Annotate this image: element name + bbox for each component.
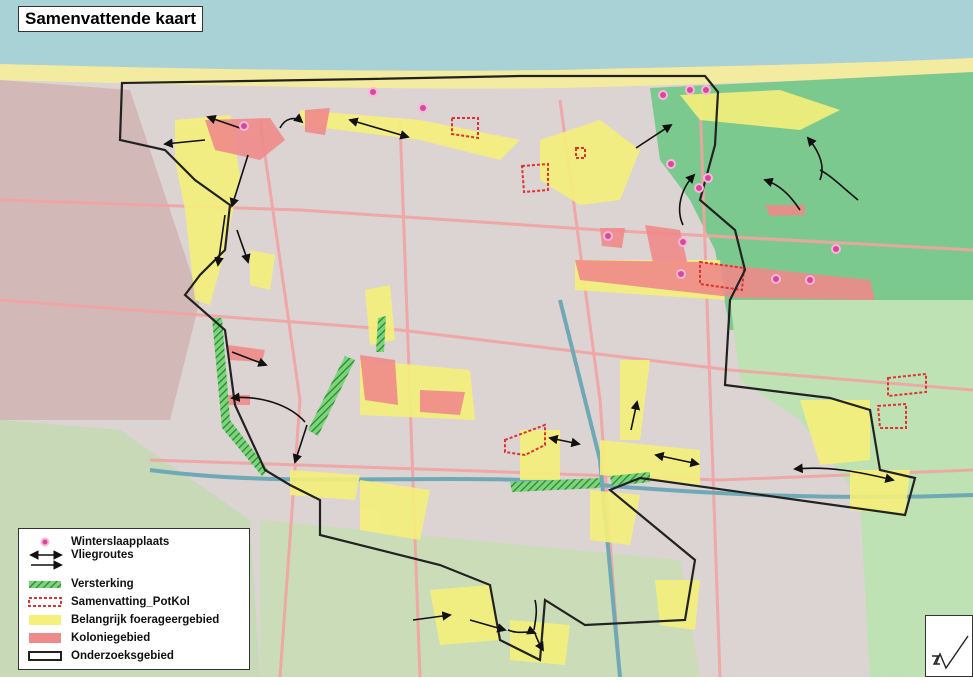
versterking-areas bbox=[212, 316, 650, 492]
vliegroutes bbox=[163, 113, 895, 652]
north-arrow bbox=[925, 615, 973, 677]
vliegroute-arrow-icon bbox=[29, 550, 63, 570]
winterslaapplaatsen bbox=[239, 85, 841, 285]
legend-label: Winterslaapplaats bbox=[71, 536, 170, 548]
winterslaap-icon bbox=[40, 537, 50, 547]
legend-label: Samenvatting_PotKol bbox=[71, 596, 190, 608]
potkol-icon bbox=[28, 597, 62, 607]
onderzoeksgebied-boundary bbox=[118, 74, 917, 662]
legend-label: Vliegroutes bbox=[71, 549, 134, 561]
legend-label: Koloniegebied bbox=[71, 632, 151, 644]
legend: Winterslaapplaats Vliegroutes Versterkin… bbox=[18, 528, 250, 670]
legend-item-winterslaapplaats: Winterslaapplaats bbox=[25, 535, 169, 549]
sea bbox=[0, 0, 973, 71]
potkol-areas bbox=[451, 117, 927, 457]
legend-item-onderzoek: Onderzoeksgebied bbox=[25, 649, 174, 663]
north-arrow-icon bbox=[932, 635, 969, 670]
kolonie-icon bbox=[29, 633, 61, 643]
legend-item-kolonie: Koloniegebied bbox=[25, 631, 150, 645]
legend-item-versterking: Versterking bbox=[25, 577, 134, 591]
legend-label: Versterking bbox=[71, 578, 134, 590]
legend-item-foerageer: Belangrijk foerageergebied bbox=[25, 613, 219, 627]
legend-label: Belangrijk foerageergebied bbox=[71, 614, 220, 626]
foerageer-icon bbox=[29, 615, 61, 625]
legend-item-potkol: Samenvatting_PotKol bbox=[25, 595, 190, 609]
map-title: Samenvattende kaart bbox=[18, 6, 204, 32]
kolonie-areas bbox=[205, 108, 875, 415]
legend-item-vliegroutes: Vliegroutes bbox=[25, 549, 134, 571]
onderzoek-icon bbox=[28, 651, 62, 661]
west-builtup bbox=[0, 80, 200, 420]
versterking-icon bbox=[29, 581, 61, 588]
legend-label: Onderzoeksgebied bbox=[71, 650, 174, 662]
